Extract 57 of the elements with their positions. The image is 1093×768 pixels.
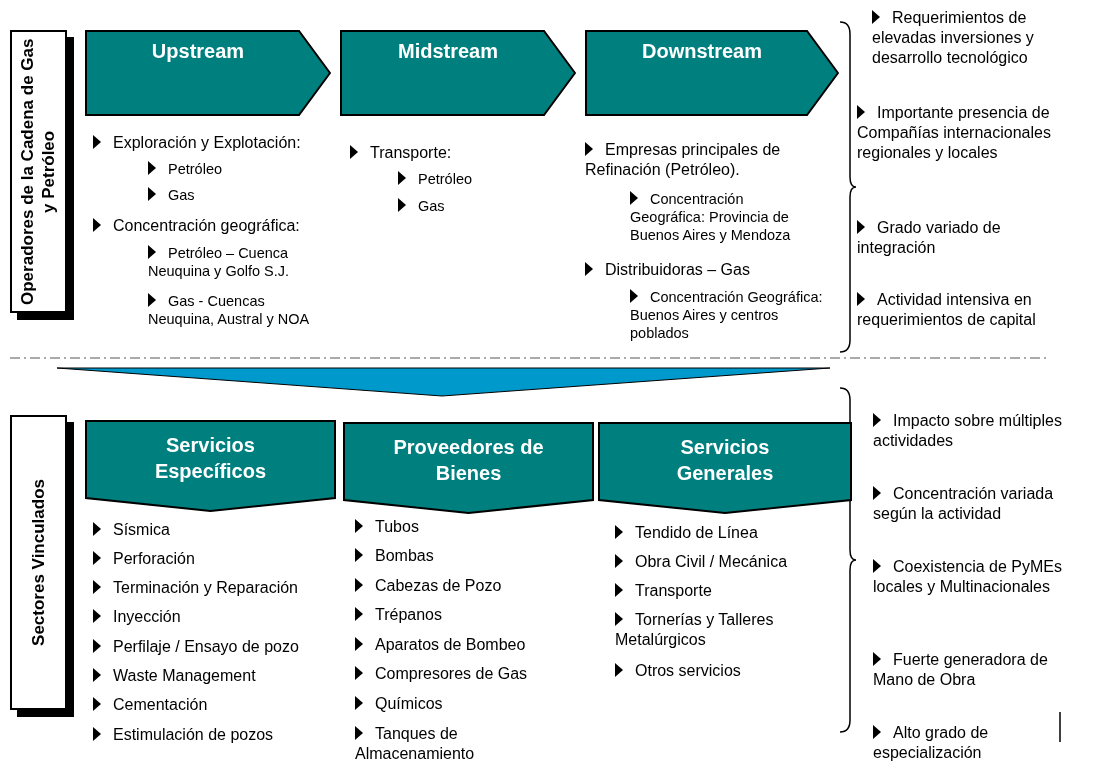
pentagon-header <box>598 422 852 514</box>
list-item: Cabezas de Pozo <box>355 576 595 596</box>
list-item: Tendido de Línea <box>615 523 845 543</box>
header-text: Midstream <box>397 39 499 64</box>
list-item: Concentración Geográfica: Provincia de Buenos Aires y Mendoza <box>630 190 820 245</box>
chevron-header <box>585 30 839 116</box>
pentagon-header <box>85 420 336 512</box>
list-item: Terminación y Reparación <box>93 578 338 598</box>
list-item: Gas <box>148 186 298 205</box>
list-item: Bombas <box>355 546 595 566</box>
header-text: Downstream <box>641 39 763 64</box>
header-text: Proveedores de Bienes <box>392 435 545 486</box>
header-text: Servicios Específicos <box>153 433 268 484</box>
chevron-header <box>340 30 576 116</box>
list-item: Waste Management <box>93 666 338 686</box>
side-label: Sectores Vinculados <box>27 479 49 646</box>
header-text: Servicios Generales <box>675 435 775 486</box>
list-item: Químicos <box>355 694 595 714</box>
list-item: Alto grado de especialización <box>873 723 1053 763</box>
list-item: Cementación <box>93 695 338 715</box>
list-item: Perforación <box>93 549 338 569</box>
list-item: Actividad intensiva en requerimientos de capital <box>857 290 1089 330</box>
list-item: Gas <box>398 197 548 216</box>
list-item: Perfilaje / Ensayo de pozo <box>93 637 338 657</box>
side-label: Operadores de la Cadena de Gas y Petróleo <box>17 37 60 307</box>
list-item: Tanques de Almacenamiento <box>355 724 555 764</box>
list-item: Petróleo <box>398 170 548 189</box>
list-item: Estimulación de pozos <box>93 725 338 745</box>
list-item: Coexistencia de PyMEs locales y Multinacionales <box>873 557 1063 597</box>
list-item: Sísmica <box>93 520 338 540</box>
list-item: Empresas principales de Refinación (Petróleo). <box>585 140 820 180</box>
list-item: Transporte <box>615 581 845 601</box>
list-item: Requerimientos de elevadas inversiones y desarrollo tecnológico <box>872 8 1087 68</box>
list-item: Exploración y Explotación: <box>93 133 343 153</box>
list-item: Grado variado de integración <box>857 218 1067 258</box>
list-item: Concentración variada según la actividad <box>873 484 1078 524</box>
list-item: Tubos <box>355 517 595 537</box>
list-item: Distribuidoras – Gas <box>585 260 825 280</box>
list-item: Obra Civil / Mecánica <box>615 552 845 572</box>
list-item: Fuerte generadora de Mano de Obra <box>873 650 1088 690</box>
list-item: Tornerías y Talleres Metalúrgicos <box>615 610 815 650</box>
list-item: Transporte: <box>350 143 550 163</box>
list-item: Petróleo <box>148 160 298 179</box>
list-item: Importante presencia de Compañías internacionales regionales y locales <box>857 103 1089 163</box>
list-item: Compresores de Gas <box>355 664 595 684</box>
list-item: Concentración geográfica: <box>93 216 343 236</box>
list-item: Aparatos de Bombeo <box>355 635 595 655</box>
list-item: Inyección <box>93 607 338 627</box>
list-item: Gas - Cuencas Neuquina, Austral y NOA <box>148 292 328 329</box>
chevron-header <box>85 30 331 116</box>
list-item: Petróleo – Cuenca Neuquina y Golfo S.J. <box>148 244 328 281</box>
list-item: Trépanos <box>355 605 595 625</box>
list-item: Concentración Geográfica: Buenos Aires y centros poblados <box>630 288 825 343</box>
list-item: Otros servicios <box>615 661 845 681</box>
header-text: Upstream <box>150 39 246 64</box>
pentagon-header <box>343 422 594 514</box>
list-item: Impacto sobre múltiples actividades <box>873 411 1078 451</box>
